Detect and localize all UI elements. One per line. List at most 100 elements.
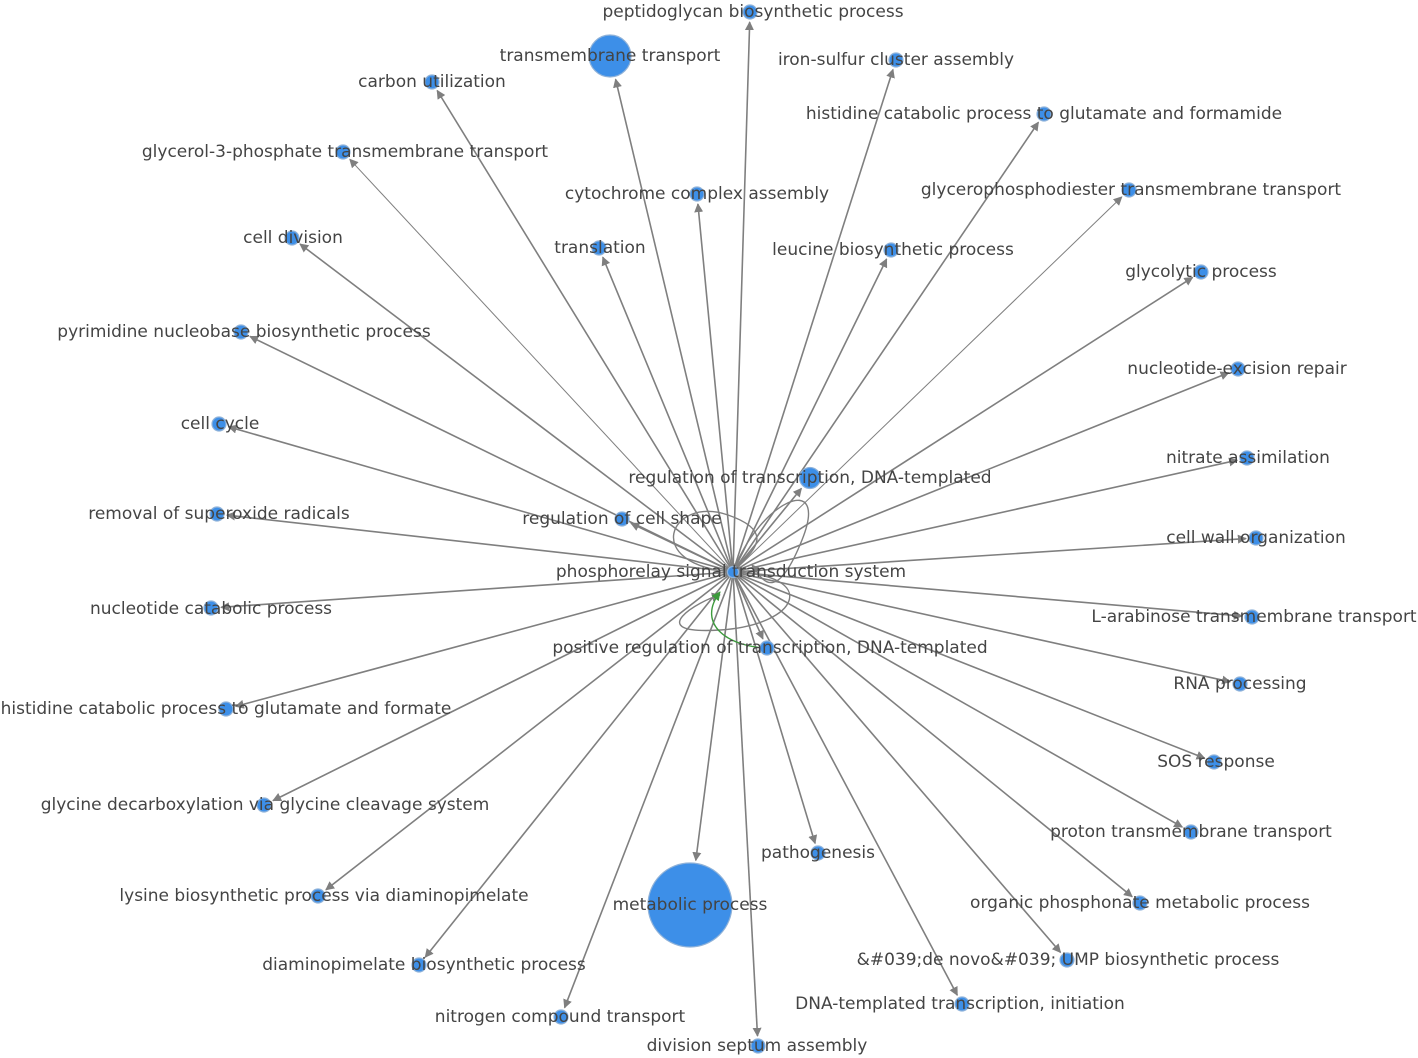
node-n14[interactable] xyxy=(1230,361,1246,377)
edge-4 xyxy=(436,89,734,573)
node-label-n19: regulation of cell shape xyxy=(522,509,722,529)
node-n17[interactable] xyxy=(1239,450,1255,466)
edge-6 xyxy=(349,158,734,573)
node-label-n31: metabolic process xyxy=(613,895,768,915)
edge-9 xyxy=(299,243,734,573)
edge-14 xyxy=(732,371,1230,573)
node-n7[interactable] xyxy=(689,186,705,202)
node-n18[interactable] xyxy=(209,506,225,522)
node-n21[interactable] xyxy=(203,600,219,616)
node-label-n25: histidine catabolic process to glutamate… xyxy=(1,699,452,719)
node-n3[interactable] xyxy=(888,52,904,68)
edge-34 xyxy=(732,571,1062,954)
edge-32 xyxy=(732,571,1133,898)
node-label-n32: organic phosphonate metabolic process xyxy=(970,893,1310,913)
edge-26 xyxy=(732,571,1206,760)
edge-5 xyxy=(732,121,1040,573)
node-label-n37: division septum assembly xyxy=(647,1036,868,1056)
node-n19[interactable] xyxy=(614,511,630,527)
node-label-n14: nucleotide-excision repair xyxy=(1127,359,1346,379)
edge-28 xyxy=(732,571,1184,828)
node-n2[interactable] xyxy=(588,34,632,78)
node-n1[interactable] xyxy=(742,4,758,20)
edge-25 xyxy=(234,571,734,709)
loop-edge-3 xyxy=(678,571,791,632)
node-label-n23: positive regulation of transcription, DN… xyxy=(552,638,987,658)
node-label-n30: lysine biosynthetic process via diaminop… xyxy=(119,886,528,906)
node-label-n12: glycolytic process xyxy=(1125,262,1277,282)
node-label-n24: RNA processing xyxy=(1173,674,1306,694)
node-label-n17: nitrate assimilation xyxy=(1166,448,1330,468)
node-n33[interactable] xyxy=(411,957,427,973)
node-n26[interactable] xyxy=(1206,754,1222,770)
node-label-hub: phosphorelay signal transduction system xyxy=(556,562,906,582)
node-label-n13: pyrimidine nucleobase biosynthetic proce… xyxy=(57,322,431,342)
node-label-n18: removal of superoxide radicals xyxy=(88,504,350,524)
edge-12 xyxy=(732,276,1194,573)
node-label-n36: DNA-templated transcription, initiation xyxy=(795,994,1125,1014)
edge-33 xyxy=(424,571,734,958)
node-n10[interactable] xyxy=(591,240,607,256)
node-n5[interactable] xyxy=(1036,106,1052,122)
edge-37 xyxy=(732,571,762,1037)
node-n20[interactable] xyxy=(1248,530,1264,546)
node-n27[interactable] xyxy=(256,797,272,813)
positive-regulation-edge xyxy=(710,591,771,649)
node-n37[interactable] xyxy=(750,1038,766,1054)
edge-8 xyxy=(732,196,1123,573)
node-n12[interactable] xyxy=(1193,264,1209,280)
edge-11 xyxy=(732,258,888,573)
edge-27 xyxy=(272,571,734,802)
node-n34[interactable] xyxy=(1059,952,1075,968)
node-n36[interactable] xyxy=(954,996,970,1012)
node-label-n5: histidine catabolic process to glutamate… xyxy=(806,104,1282,124)
edge-2 xyxy=(613,78,734,573)
node-n4[interactable] xyxy=(424,74,440,90)
node-label-n15: cell cycle xyxy=(181,414,260,434)
node-label-n7: cytochrome complex assembly xyxy=(565,184,829,204)
node-label-n4: carbon utilization xyxy=(358,72,506,92)
node-n8[interactable] xyxy=(1121,182,1137,198)
node-n28[interactable] xyxy=(1183,824,1199,840)
node-n11[interactable] xyxy=(883,242,899,258)
node-n30[interactable] xyxy=(310,888,326,904)
node-label-n28: proton transmembrane transport xyxy=(1050,822,1332,842)
node-n29[interactable] xyxy=(810,845,826,861)
edge-7 xyxy=(694,203,734,573)
node-n22[interactable] xyxy=(1244,609,1260,625)
node-n15[interactable] xyxy=(211,416,227,432)
edge-20 xyxy=(732,534,1247,573)
node-n16[interactable] xyxy=(798,466,822,490)
edge-23 xyxy=(732,571,764,640)
node-n24[interactable] xyxy=(1232,676,1248,692)
node-n25[interactable] xyxy=(218,701,234,717)
node-label-n8: glycerophosphodiester transmembrane tran… xyxy=(921,180,1342,200)
node-hub[interactable] xyxy=(726,565,740,579)
node-label-n9: cell division xyxy=(243,228,343,248)
node-n35[interactable] xyxy=(553,1009,569,1025)
edge-18 xyxy=(226,511,734,573)
edge-1 xyxy=(732,21,754,573)
edge-21 xyxy=(220,571,734,612)
edge-35 xyxy=(563,571,734,1009)
node-n6[interactable] xyxy=(335,144,351,160)
edge-24 xyxy=(732,571,1232,685)
node-n13[interactable] xyxy=(233,324,249,340)
edges-layer xyxy=(220,21,1247,1037)
node-label-n21: nucleotide catabolic process xyxy=(90,599,332,619)
node-n32[interactable] xyxy=(1132,895,1148,911)
node-label-n27: glycine decarboxylation via glycine clea… xyxy=(41,795,490,815)
node-label-n1: peptidoglycan biosynthetic process xyxy=(602,2,903,22)
edge-30 xyxy=(325,571,734,891)
node-n31[interactable] xyxy=(647,862,733,948)
node-label-n3: iron-sulfur cluster assembly xyxy=(778,50,1014,70)
node-label-n10: translation xyxy=(554,238,645,258)
node-label-n2: transmembrane transport xyxy=(500,46,721,66)
node-n23[interactable] xyxy=(759,640,775,656)
node-n9[interactable] xyxy=(284,230,300,246)
node-label-n22: L-arabinose transmembrane transport xyxy=(1091,607,1417,627)
edge-17 xyxy=(732,457,1239,573)
node-label-n11: leucine biosynthetic process xyxy=(772,240,1014,260)
